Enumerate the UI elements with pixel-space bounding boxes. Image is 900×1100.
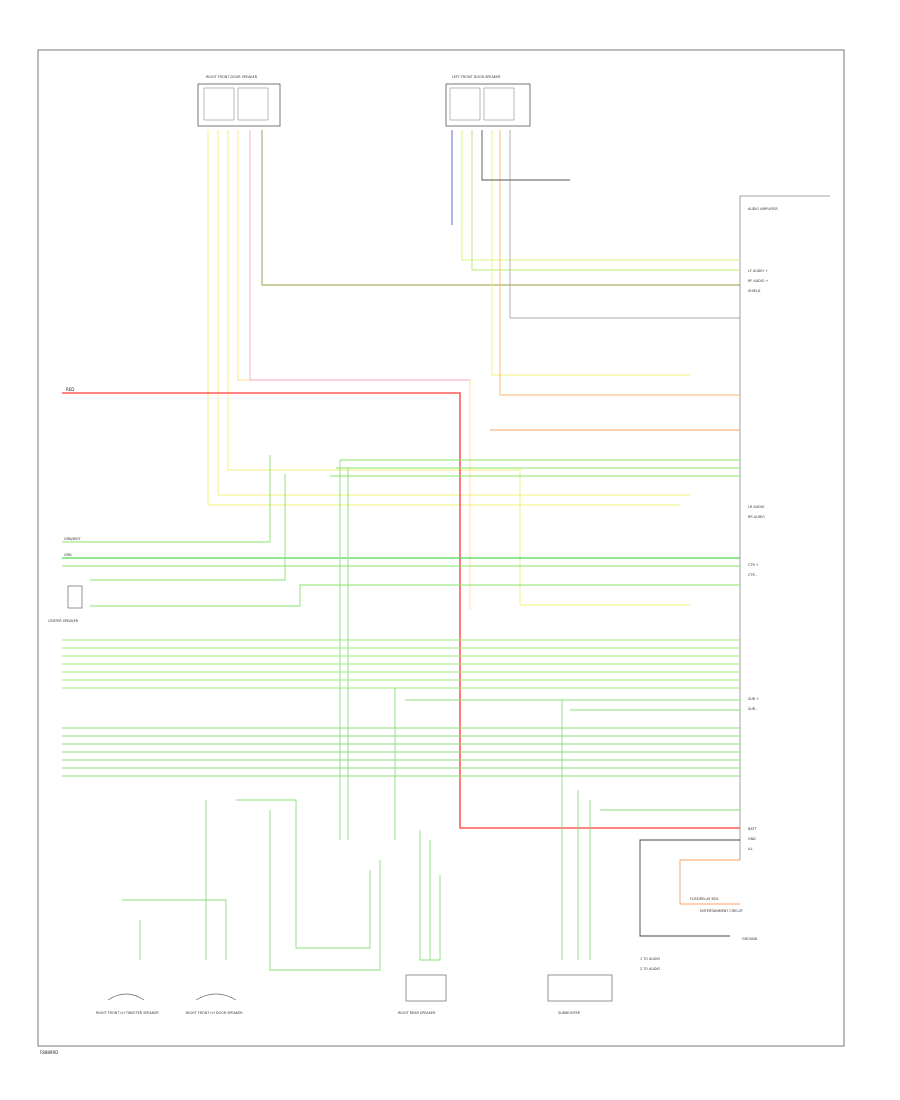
pin-label-2: RF AUDIO + [748,279,769,283]
yellow-vertical-wires [207,130,740,610]
pin-label-10: BATT [748,827,757,831]
red-wire-label: RED [66,387,74,392]
amp-title: AUDIO AMPLIFIER [748,207,778,211]
middle-green-bundle [62,639,740,689]
center-speaker-label: CENTER SPEAKER [48,619,79,623]
pin-label-5: RR AUDIO [748,515,765,519]
left-front-door-speaker-block: LEFT FRONT DOOR SPEAKER [445,75,531,127]
bottom-vertical-wires [122,460,740,971]
audio-amplifier-connector: AUDIO AMPLIFIER [739,195,830,860]
corner-label: F8889RD [40,1050,58,1055]
right-front-lh-tweeter: RIGHT FRONT LH TWEETER SPEAKER [96,993,159,1015]
subwoofer: SUBWOOFER [547,974,613,1015]
black-ground-wire [639,839,740,937]
fuse-relay-label: FUSE/RELAY BOX [690,897,719,901]
right-front-block-title: RIGHT FRONT DOOR SPEAKER [206,75,258,79]
lower-green-bundle [62,727,740,777]
ground-label: GROUND [742,937,758,941]
pin-label-3: SHIELD [748,289,761,293]
pin-label-6: CTR + [748,563,759,567]
right-front-door-speaker-block: RIGHT FRONT DOOR SPEAKER [197,75,281,127]
left-front-block-title: LEFT FRONT DOOR SPEAKER [452,75,501,79]
pin-label-7: CTR - [748,573,758,577]
entertainment-label: ENTERTAINMENT CIRCUIT [700,909,744,913]
rear-speaker-label: RIGHT REAR SPEAKER [398,1011,436,1015]
pin-label-8: SUB + [748,697,759,701]
pin-label-9: SUB - [748,707,758,711]
note-2: 2 TO AUDIO [640,967,660,971]
right-front-lh-door-speaker: RIGHT FRONT LH DOOR SPEAKER [186,993,243,1015]
center-speaker: CENTER SPEAKER [48,585,83,623]
left-front-wires [451,130,740,431]
orange-wire [679,859,740,905]
pin-label-4: LR AUDIO [748,505,765,509]
upper-green-wires [62,455,740,607]
grn-label-1: GRN [64,553,72,557]
grn-wht-label-1: GRN/WHT [64,537,82,541]
note-1: 1 TO AUDIO [640,957,660,961]
subwoofer-label: SUBWOOFER [558,1011,581,1015]
pin-label-11: GND [748,837,756,841]
diagram-frame [37,49,845,1047]
pin-label-12: ILL [748,847,753,851]
door-speaker-label: RIGHT FRONT LH DOOR SPEAKER [186,1011,243,1015]
right-rear-speaker: RIGHT REAR SPEAKER [398,974,447,1015]
pin-label-1: LF AUDIO + [748,269,768,273]
tweeter-label: RIGHT FRONT LH TWEETER SPEAKER [96,1011,159,1015]
red-power-wire [62,392,740,829]
